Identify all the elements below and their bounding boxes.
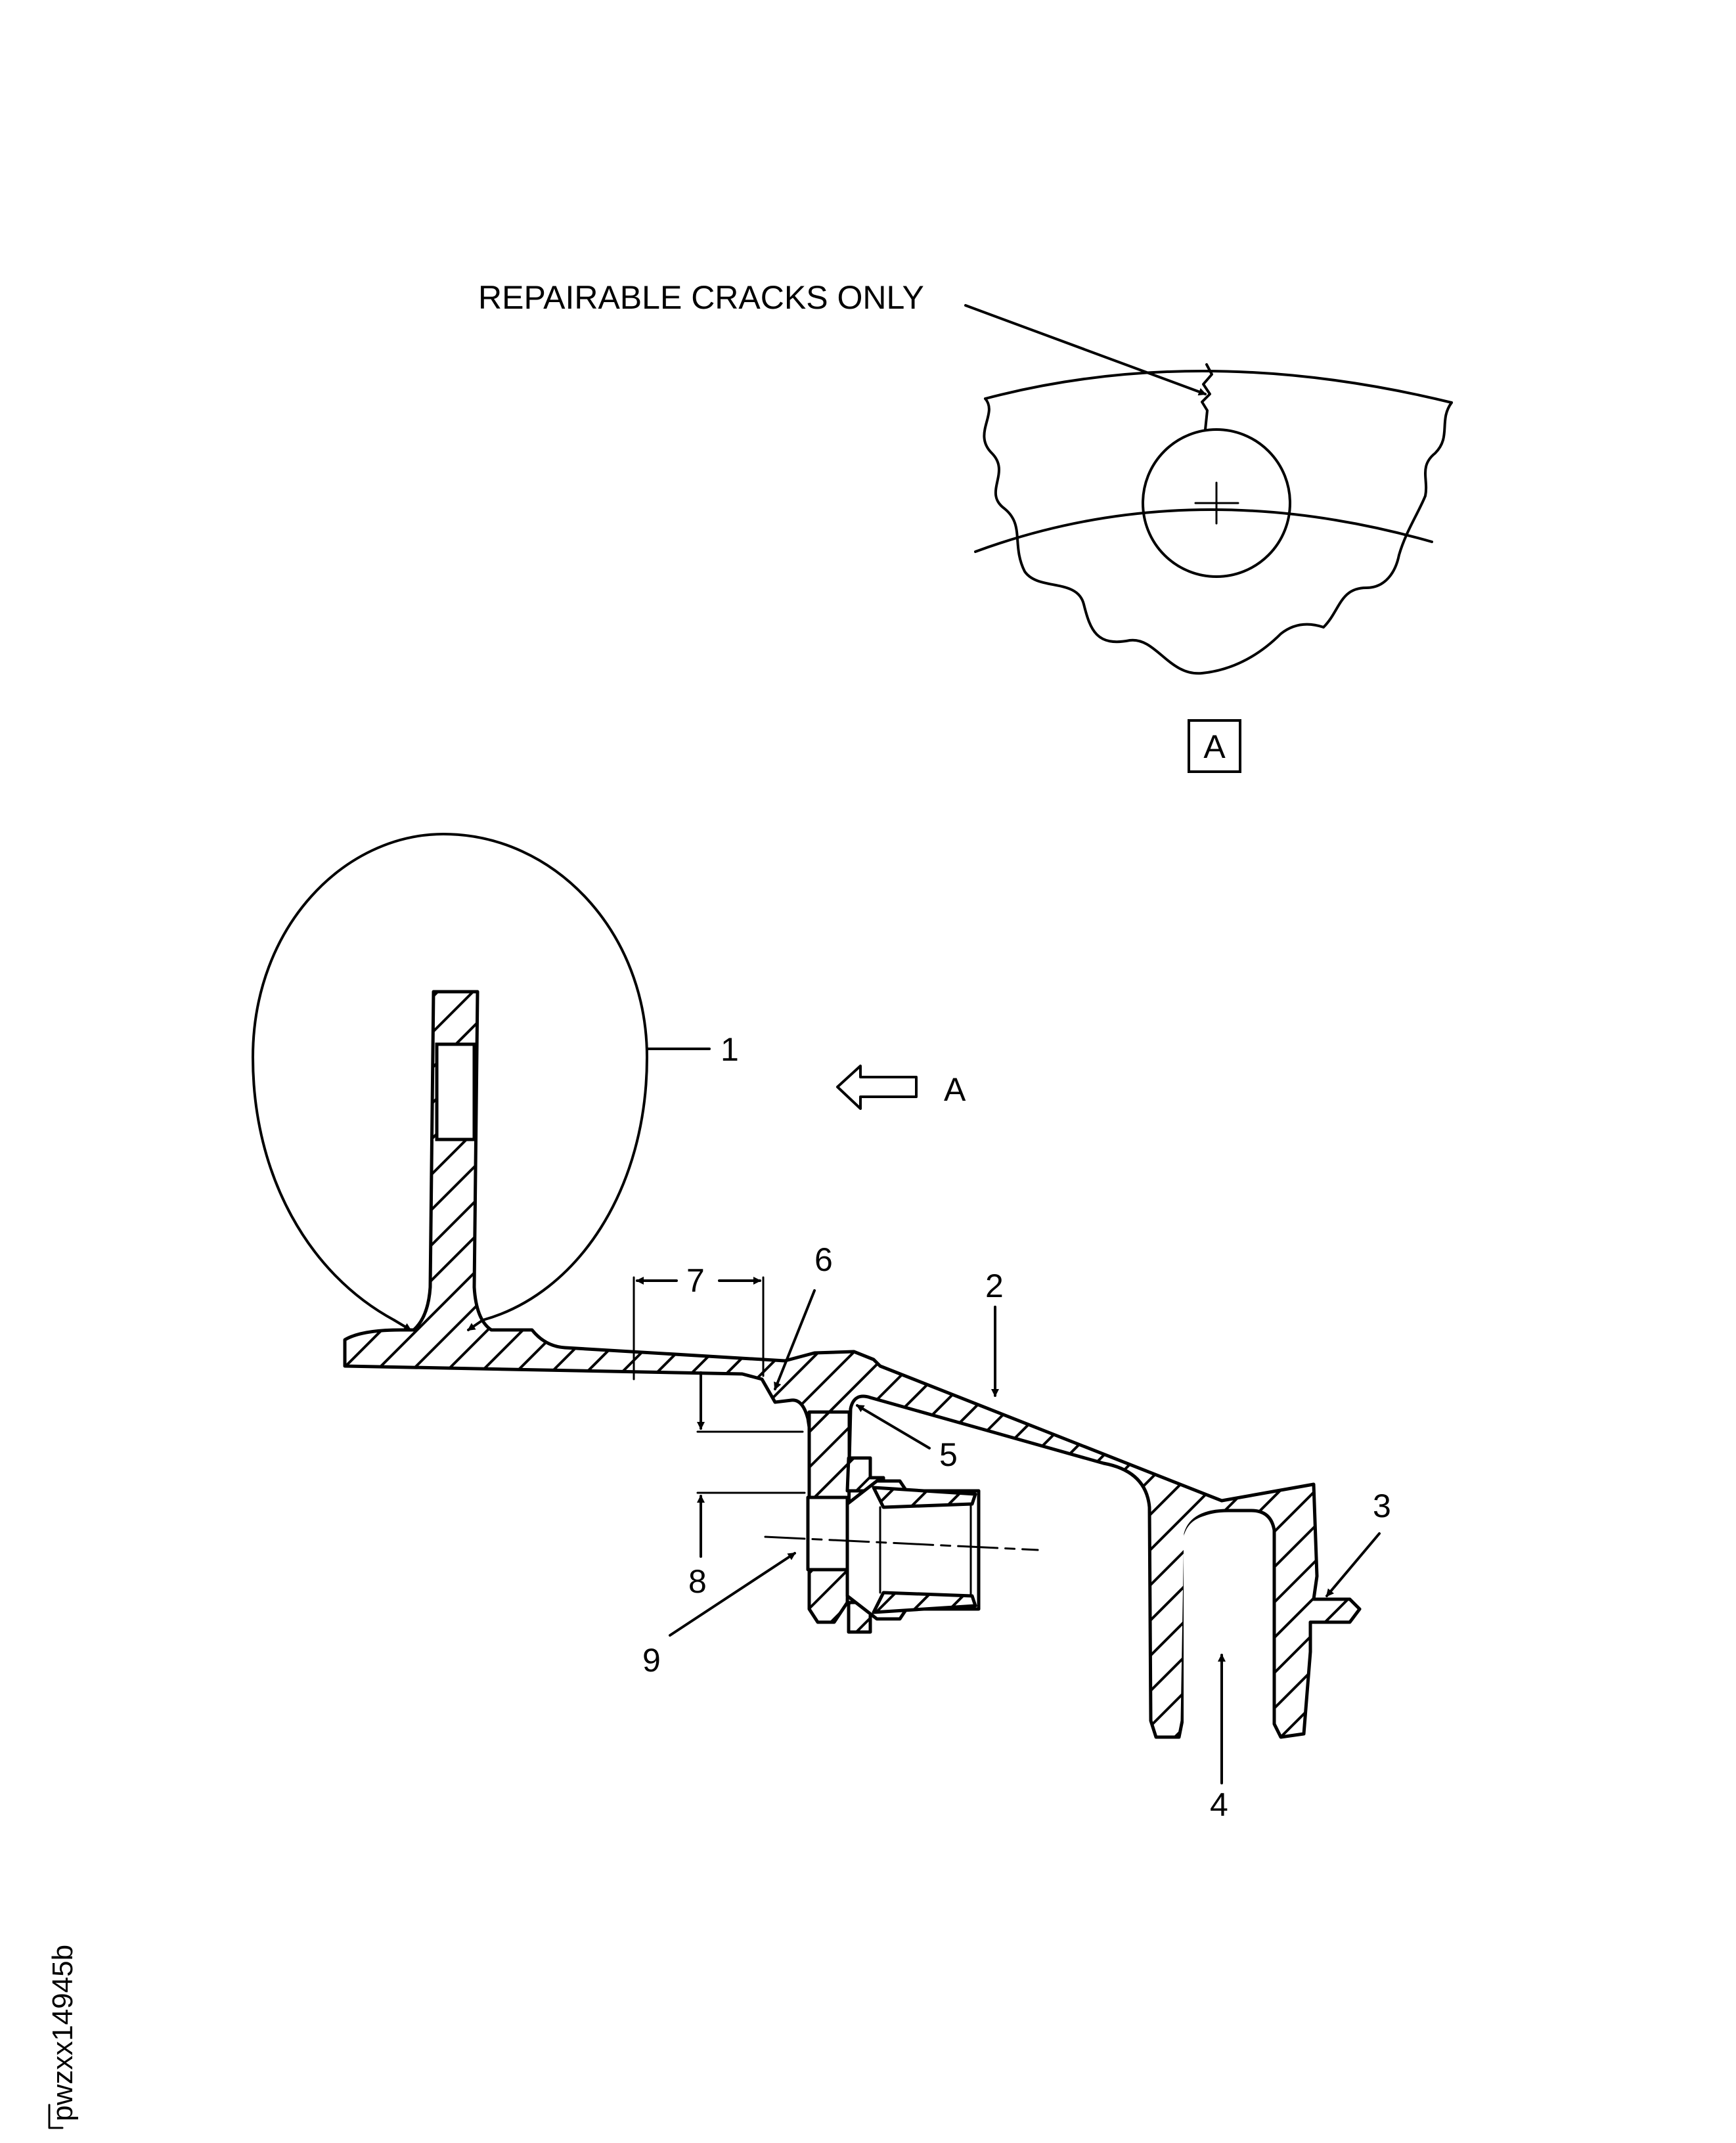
bushing — [806, 1456, 981, 1634]
leader-1a — [393, 1319, 412, 1331]
callout-4: 4 — [1210, 1786, 1228, 1823]
callout-8: 8 — [688, 1563, 707, 1600]
leader-3 — [1325, 1532, 1381, 1597]
view-label-a: A — [1203, 728, 1226, 765]
casing-section — [343, 990, 1362, 1739]
callout-2: 2 — [985, 1268, 1004, 1304]
casing-slot — [1184, 1514, 1272, 1734]
callout-1: 1 — [721, 1031, 739, 1068]
view-direction-arrow — [836, 1065, 918, 1110]
casing-slot-1 — [435, 1042, 476, 1141]
callout-3: 3 — [1373, 1488, 1391, 1524]
detail-view-a: REPAIRABLE CRACKS ONLY A — [478, 279, 1453, 773]
repairable-cracks-note: REPAIRABLE CRACKS ONLY — [478, 279, 924, 316]
view-direction-label: A — [944, 1071, 966, 1108]
callout-9: 9 — [642, 1642, 661, 1679]
dimension-8 — [696, 1371, 806, 1558]
callout-5: 5 — [939, 1436, 958, 1473]
bushing-centerline — [764, 1535, 1039, 1551]
section-view: A 1 2 3 4 5 6 7 8 9 — [252, 833, 1391, 1823]
inspection-area-outline — [252, 833, 648, 1321]
leader-5 — [856, 1404, 931, 1449]
detail-right-break — [1322, 401, 1453, 629]
detail-crack — [1201, 363, 1213, 431]
view-label-box — [1188, 719, 1241, 773]
leader-9 — [669, 1552, 796, 1637]
dimension-7 — [633, 1276, 765, 1381]
leader-1b — [467, 1319, 484, 1331]
note-leader — [964, 304, 1207, 396]
detail-left-break — [983, 397, 1131, 644]
callout-7: 7 — [686, 1262, 705, 1299]
figure-id-block: pwzxx14945b — [47, 1945, 79, 2129]
leader-6 — [774, 1289, 816, 1390]
detail-outer-arc — [984, 369, 1453, 404]
detail-hole — [1142, 428, 1291, 578]
detail-inner-arc — [974, 508, 1433, 553]
detail-bottom-break — [1128, 623, 1325, 675]
figure-id: pwzxx14945b — [47, 1945, 79, 2121]
callout-6: 6 — [814, 1241, 833, 1278]
